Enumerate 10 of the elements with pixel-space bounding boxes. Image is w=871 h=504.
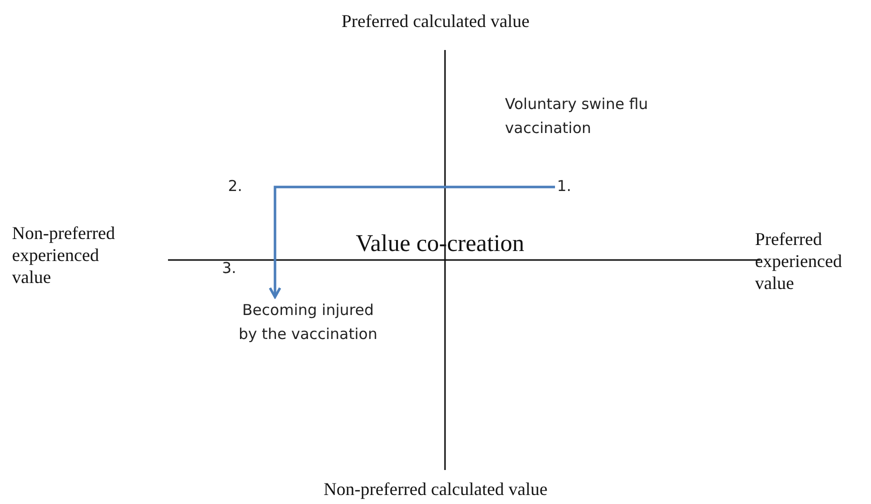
node-text: Becoming injured by the vaccination bbox=[238, 300, 378, 345]
axis-label: Non-preferred experienced value bbox=[12, 222, 116, 288]
arrow bbox=[268, 186, 555, 298]
callout-number: 1. bbox=[557, 176, 572, 197]
axis-label: Non-preferred calculated value bbox=[322, 478, 548, 500]
axis-label: Preferred experienced value bbox=[755, 228, 843, 294]
axis-label: Preferred calculated value bbox=[340, 10, 530, 32]
annotation-text: Voluntary swine flu vaccination bbox=[505, 94, 650, 139]
callout-number: 3. bbox=[222, 258, 236, 279]
callout-number: 2. bbox=[228, 176, 242, 197]
